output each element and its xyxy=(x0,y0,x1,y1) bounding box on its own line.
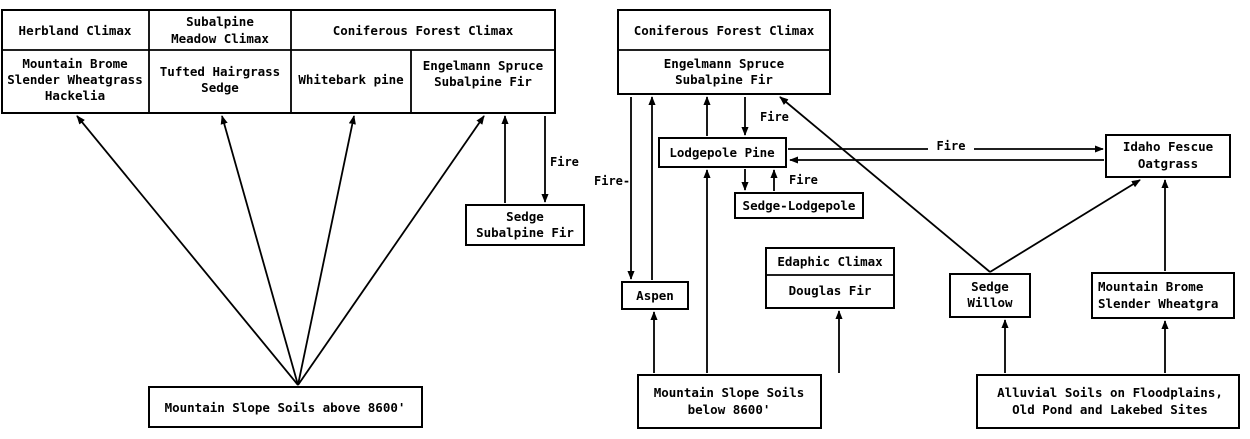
alluvial-soils-line1: Alluvial Soils on Floodplains, xyxy=(997,385,1223,400)
left-climax-table: Herbland Climax Subalpine Meadow Climax … xyxy=(1,9,556,114)
right-table-border xyxy=(617,9,831,95)
arrow-soil-to-hairgrass xyxy=(220,115,299,386)
subalpine-meadow-header-line1: Subalpine xyxy=(186,14,254,29)
idaho-fescue-line2: Oatgrass xyxy=(1138,156,1198,171)
hairgrass-line1: Tufted Hairgrass xyxy=(160,64,280,79)
douglas-fir-label: Douglas Fir xyxy=(789,283,872,298)
left-table-border xyxy=(1,9,556,114)
idaho-fescue-box: Idaho Fescue Oatgrass xyxy=(1105,134,1231,178)
fire-label-sedge-lodgepole: Fire xyxy=(789,173,818,187)
idaho-fescue-line1: Idaho Fescue xyxy=(1123,139,1214,154)
arrow-soil-to-whitebark xyxy=(297,115,356,386)
left-soil-box: Mountain Slope Soils above 8600' xyxy=(148,386,423,428)
right-spruce-line2: Subalpine Fir xyxy=(675,72,773,87)
lodgepole-border xyxy=(658,137,787,168)
alluvial-soils-line2: Old Pond and Lakebed Sites xyxy=(1012,402,1208,417)
aspen-label: Aspen xyxy=(636,288,674,303)
brome-line1: Mountain Brome xyxy=(22,56,128,71)
right-slope-soil-box: Mountain Slope Soils below 8600' xyxy=(637,374,822,429)
sedge-willow-box: Sedge Willow xyxy=(949,273,1031,318)
left-soil-border xyxy=(148,386,423,428)
spruce-fir-line2: Subalpine Fir xyxy=(434,74,532,89)
edaphic-border xyxy=(765,247,895,309)
aspen-border xyxy=(621,281,689,310)
brome-line3: Hackelia xyxy=(45,88,105,103)
fire-label-aspen: Fire- xyxy=(594,174,630,188)
fire-label-mask xyxy=(928,138,974,154)
brome-line2: Slender Wheatgrass xyxy=(7,72,142,87)
right-arrows: Fire- Fire Fire Fire xyxy=(594,96,1169,373)
arrow-soil-to-spruce xyxy=(297,115,485,386)
whitebark-pine-label: Whitebark pine xyxy=(298,72,404,87)
sedge-fir-line2: Subalpine Fir xyxy=(476,225,574,240)
alluvial-soil-border xyxy=(976,374,1240,429)
fire-label-left: Fire xyxy=(550,155,579,169)
sedge-lodgepole-border xyxy=(734,192,864,219)
lodgepole-pine-box: Lodgepole Pine xyxy=(658,137,787,168)
hairgrass-line2: Sedge xyxy=(201,80,239,95)
left-arrows: Fire xyxy=(76,115,579,386)
arrow-soil-to-brome xyxy=(76,115,299,386)
idaho-fescue-border xyxy=(1105,134,1231,178)
sedge-fir-line1: Sedge xyxy=(506,209,544,224)
coniferous-forest-header-left: Coniferous Forest Climax xyxy=(333,23,514,38)
sedge-lodgepole-box: Sedge-Lodgepole xyxy=(734,192,864,219)
coniferous-forest-header-right: Coniferous Forest Climax xyxy=(634,23,815,38)
slope-soils-below-line2: below 8600' xyxy=(688,402,771,417)
fire-label-lodgepole-idaho: Fire xyxy=(937,139,966,153)
sedge-subalpine-fir-border xyxy=(465,204,585,246)
sedge-willow-border xyxy=(949,273,1031,318)
mountain-slope-soils-above: Mountain Slope Soils above 8600' xyxy=(165,400,406,415)
right-climax-table: Coniferous Forest Climax Engelmann Spruc… xyxy=(617,9,831,95)
right-slope-soil-border xyxy=(637,374,822,429)
edaphic-climax-header: Edaphic Climax xyxy=(777,254,883,269)
arrow-willow-to-spruce xyxy=(779,96,991,273)
right-brome-line1: Mountain Brome xyxy=(1098,279,1204,294)
spruce-fir-line1: Engelmann Spruce xyxy=(423,58,544,73)
slope-soils-below-line1: Mountain Slope Soils xyxy=(654,385,805,400)
right-diagram: Coniferous Forest Climax Engelmann Spruc… xyxy=(594,9,1240,429)
sedge-willow-line1: Sedge xyxy=(971,279,1009,294)
arrow-willow-to-idaho xyxy=(989,179,1141,273)
herbland-climax-header: Herbland Climax xyxy=(19,23,132,38)
sedge-lodgepole-label: Sedge-Lodgepole xyxy=(743,198,856,213)
right-brome-line2: Slender Wheatgra xyxy=(1098,296,1218,311)
sedge-willow-line2: Willow xyxy=(967,295,1013,310)
right-brome-border xyxy=(1091,272,1235,319)
fire-label-spruce-lodgepole: Fire xyxy=(760,110,789,124)
edaphic-climax-table: Edaphic Climax Douglas Fir xyxy=(765,247,895,309)
aspen-box: Aspen xyxy=(621,281,689,310)
subalpine-meadow-header-line2: Meadow Climax xyxy=(171,31,269,46)
right-spruce-line1: Engelmann Spruce xyxy=(664,56,785,71)
left-diagram: Herbland Climax Subalpine Meadow Climax … xyxy=(1,9,585,428)
sedge-subalpine-fir-box: Sedge Subalpine Fir xyxy=(465,204,585,246)
lodgepole-pine-label: Lodgepole Pine xyxy=(669,145,775,160)
right-brome-box: Mountain Brome Slender Wheatgra xyxy=(1091,272,1235,319)
alluvial-soil-box: Alluvial Soils on Floodplains, Old Pond … xyxy=(976,374,1240,429)
